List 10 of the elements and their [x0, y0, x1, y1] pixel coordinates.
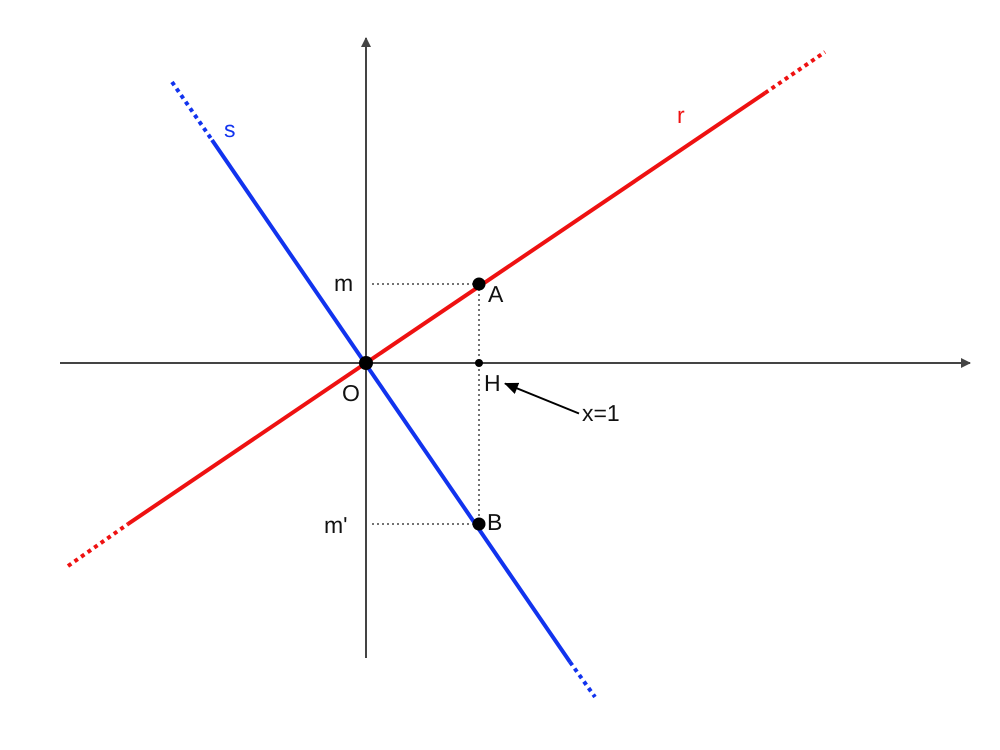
axis-label: m	[334, 272, 354, 295]
line-label: r	[677, 104, 685, 127]
line-label: s	[224, 118, 236, 141]
point-label: B	[487, 511, 502, 534]
leader-arrow	[504, 382, 580, 414]
axis-label: m'	[324, 514, 348, 537]
point-label: H	[484, 372, 501, 395]
point-label: A	[488, 283, 504, 306]
point-label: O	[342, 382, 360, 405]
annotation-text: x=1	[582, 402, 620, 425]
